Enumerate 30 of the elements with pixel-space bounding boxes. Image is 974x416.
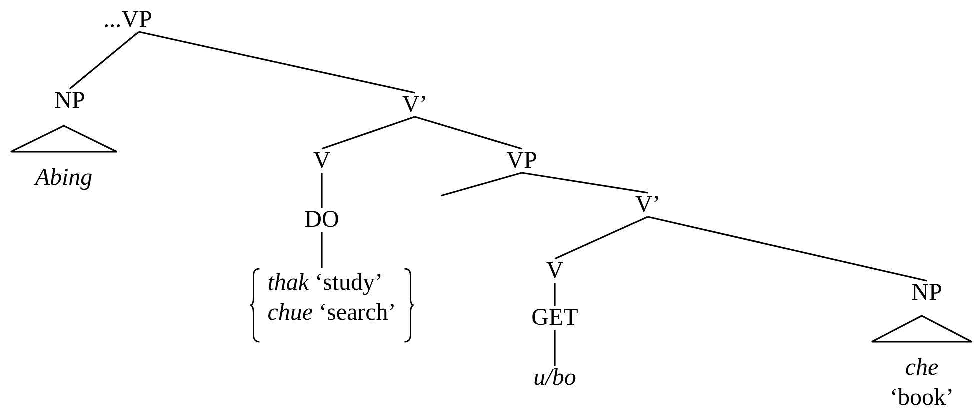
tree-branch (322, 116, 416, 150)
tree-branch (321, 232, 323, 268)
tree-branch (414, 116, 522, 150)
tree-branch (321, 173, 323, 208)
triangle (871, 315, 973, 344)
category-label: ...VP (104, 8, 152, 32)
tree-branch (648, 216, 928, 282)
category-label: VP (506, 149, 538, 173)
category-label: DO (304, 208, 340, 232)
category-label: u/bo (534, 366, 576, 390)
tree-branch (554, 216, 648, 260)
category-label: NP (912, 281, 942, 305)
word-label: ‘book’ (890, 386, 954, 410)
category-label: V (313, 149, 331, 173)
triangle (10, 125, 118, 154)
category-label: V (546, 259, 564, 283)
word-label: Abing (35, 166, 93, 190)
tree-branch (70, 31, 140, 90)
tree-branch (522, 172, 648, 194)
tree-branch (554, 283, 556, 306)
tree-branch (138, 31, 416, 94)
category-label: GET (532, 306, 578, 330)
tree-branch (440, 172, 522, 197)
category-label: NP (54, 89, 86, 113)
gloss-text: thak ‘study’ (268, 271, 384, 295)
word-label: che (905, 356, 939, 380)
category-label: V’ (402, 93, 428, 117)
tree-branch (554, 330, 556, 366)
category-label: V’ (635, 193, 661, 217)
gloss-text: chue ‘search’ (268, 301, 396, 325)
